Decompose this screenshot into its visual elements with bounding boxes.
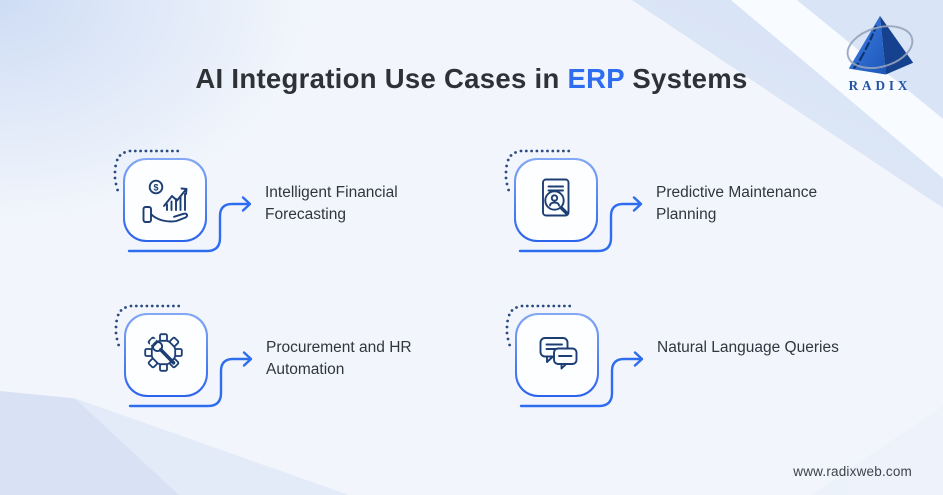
feature-label: Predictive Maintenance Planning: [656, 184, 818, 223]
icon-card: $: [123, 158, 207, 242]
gear-wrench-icon: [144, 333, 183, 372]
title-highlight-erp: ERP: [567, 63, 625, 94]
radix-logo: RADIX: [835, 12, 923, 94]
chat-bubbles-icon: [539, 337, 578, 370]
radix-pyramid-icon: RADIX: [846, 15, 914, 93]
icon-card: [514, 158, 598, 242]
icon-card-inner: [515, 159, 597, 241]
hand-growth-chart-dollar-icon: $: [142, 179, 189, 223]
title-prefix: AI Integration Use Cases in: [195, 63, 568, 94]
feature-predictive-maintenance: Predictive Maintenance Planning: [504, 149, 874, 278]
radix-logo-text: RADIX: [849, 78, 912, 93]
feature-label: Intelligent Financial Forecasting: [265, 184, 398, 223]
icon-card-inner: $: [124, 159, 206, 241]
svg-text:$: $: [153, 182, 158, 192]
feature-financial-forecasting: $ Intelligent Financial Forecasting: [113, 149, 483, 278]
icon-card-inner: [125, 314, 207, 396]
icon-card: [124, 313, 208, 397]
feature-natural-language: Natural Language Queries: [505, 304, 875, 433]
title-suffix: Systems: [624, 63, 748, 94]
icon-card: [515, 313, 599, 397]
feature-label: Procurement and HR Automation: [266, 339, 412, 378]
icon-card-inner: [516, 314, 598, 396]
document-magnifier-person-icon: [542, 178, 570, 217]
feature-label: Natural Language Queries: [657, 339, 839, 356]
website-url: www.radixweb.com: [793, 464, 912, 479]
feature-procurement-hr: Procurement and HR Automation: [114, 304, 484, 433]
page-title: AI Integration Use Cases in ERP Systems: [0, 62, 943, 95]
